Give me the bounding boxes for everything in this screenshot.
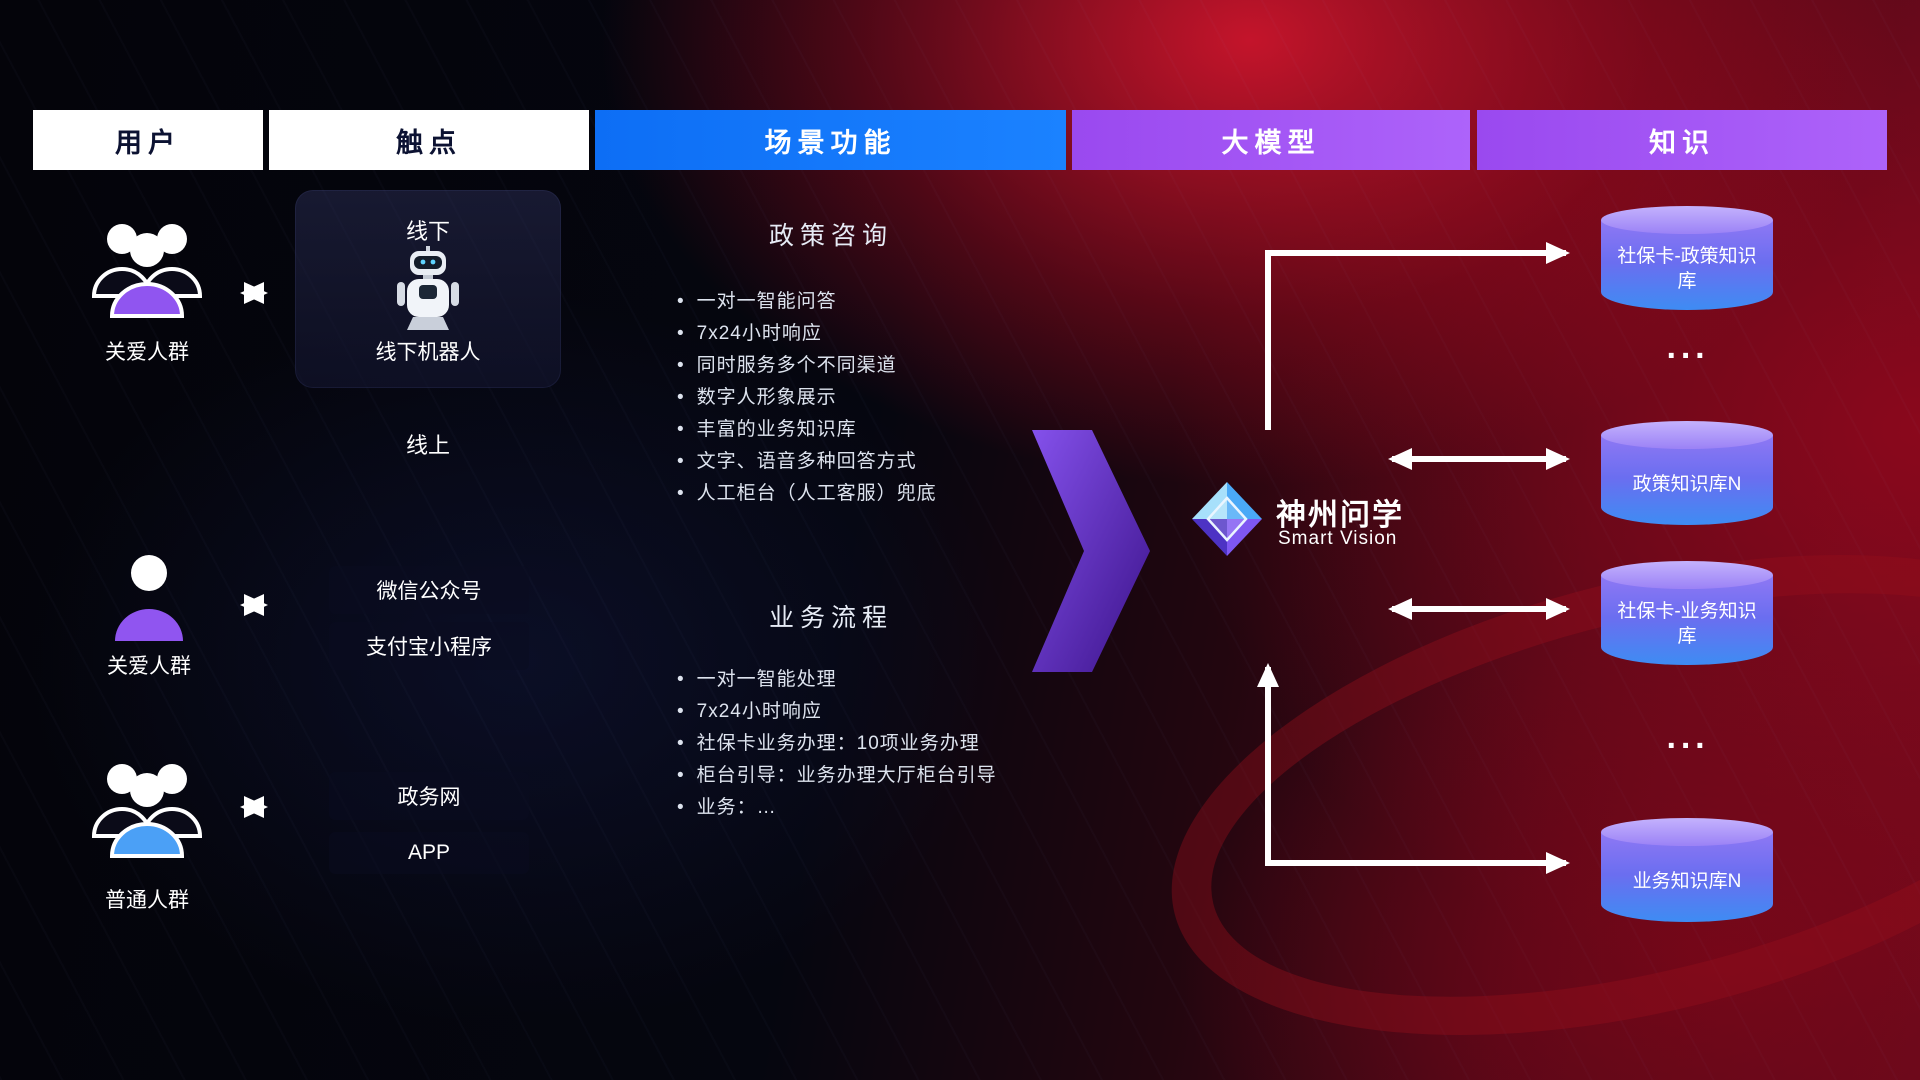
care-group-people-icon <box>91 224 203 318</box>
business-section-title: 业务流程 <box>768 604 893 632</box>
knowledge-db-label: 社保卡-政策知识库 <box>1617 246 1757 292</box>
list-item: 丰富的业务知识库 <box>677 420 937 439</box>
cylinder-top <box>1601 561 1773 589</box>
list-item: 7x24小时响应 <box>677 702 997 721</box>
knowledge-db-label: 社保卡-业务知识库 <box>1617 601 1757 647</box>
column-header-model: 大模型 <box>1072 110 1470 170</box>
business-feature-list: 一对一智能处理 7x24小时响应 社保卡业务办理：10项业务办理 柜台引导：业务… <box>677 670 997 817</box>
column-header-touchpoints: 触点 <box>269 110 589 170</box>
user-group-label: 关爱人群 <box>107 655 191 678</box>
list-item: 同时服务多个不同渠道 <box>677 356 937 375</box>
offline-title: 线下 <box>405 219 450 244</box>
model-knowledge-arrow-bottom <box>1257 663 1570 874</box>
list-item: 社保卡业务办理：10项业务办理 <box>677 734 997 753</box>
knowledge-db-business-n: 业务知识库N <box>1601 818 1773 922</box>
knowledge-db-business-ssc: 社保卡-业务知识库 <box>1601 561 1773 665</box>
brand-subtitle: Smart Vision <box>1278 528 1398 549</box>
column-header-scenarios: 场景功能 <box>595 110 1066 170</box>
touchpoint-alipay: 支付宝小程序 <box>329 622 529 670</box>
list-item: 柜台引导：业务办理大厅柜台引导 <box>677 766 997 785</box>
column-header-users: 用户 <box>33 110 263 170</box>
brand-name: 神州问学 <box>1276 499 1404 532</box>
user-group-label: 普通人群 <box>105 889 189 912</box>
column-header-knowledge: 知识 <box>1477 110 1887 170</box>
list-item: 人工柜台（人工客服）兜底 <box>677 484 937 503</box>
cylinder-top <box>1601 206 1773 234</box>
list-item: 业务：… <box>677 798 997 817</box>
robot-icon <box>397 246 459 330</box>
knowledge-db-policy-ssc: 社保卡-政策知识库 <box>1601 206 1773 310</box>
list-item: 7x24小时响应 <box>677 324 937 343</box>
general-group-people-icon <box>91 764 203 858</box>
list-item: 一对一智能处理 <box>677 670 997 689</box>
offline-robot-label: 线下机器人 <box>375 341 481 364</box>
flow-arrow <box>1032 430 1150 672</box>
policy-feature-list: 一对一智能问答 7x24小时响应 同时服务多个不同渠道 数字人形象展示 丰富的业… <box>677 292 937 503</box>
policy-section-title: 政策咨询 <box>768 222 893 250</box>
care-person-icon <box>115 555 183 641</box>
red-swoosh-decoration <box>1122 467 1920 1080</box>
list-item: 数字人形象展示 <box>677 388 937 407</box>
ellipsis-dots: ··· <box>1666 337 1710 375</box>
touchpoint-app: APP <box>329 832 529 874</box>
cylinder-top <box>1601 421 1773 449</box>
model-knowledge-arrow-top <box>1265 242 1570 430</box>
list-item: 一对一智能问答 <box>677 292 937 311</box>
touchpoint-gov-web: 政务网 <box>329 772 529 820</box>
knowledge-db-label: 政策知识库N <box>1632 473 1742 495</box>
user-group-label: 关爱人群 <box>105 341 189 364</box>
ellipsis-dots: ··· <box>1666 727 1710 765</box>
knowledge-db-policy-n: 政策知识库N <box>1601 421 1773 525</box>
cylinder-top <box>1601 818 1773 846</box>
list-item: 文字、语音多种回答方式 <box>677 452 937 471</box>
online-title: 线上 <box>405 433 450 458</box>
touchpoint-wechat: 微信公众号 <box>329 566 529 614</box>
knowledge-db-label: 业务知识库N <box>1632 870 1742 892</box>
smart-vision-logo-icon <box>1192 482 1262 556</box>
